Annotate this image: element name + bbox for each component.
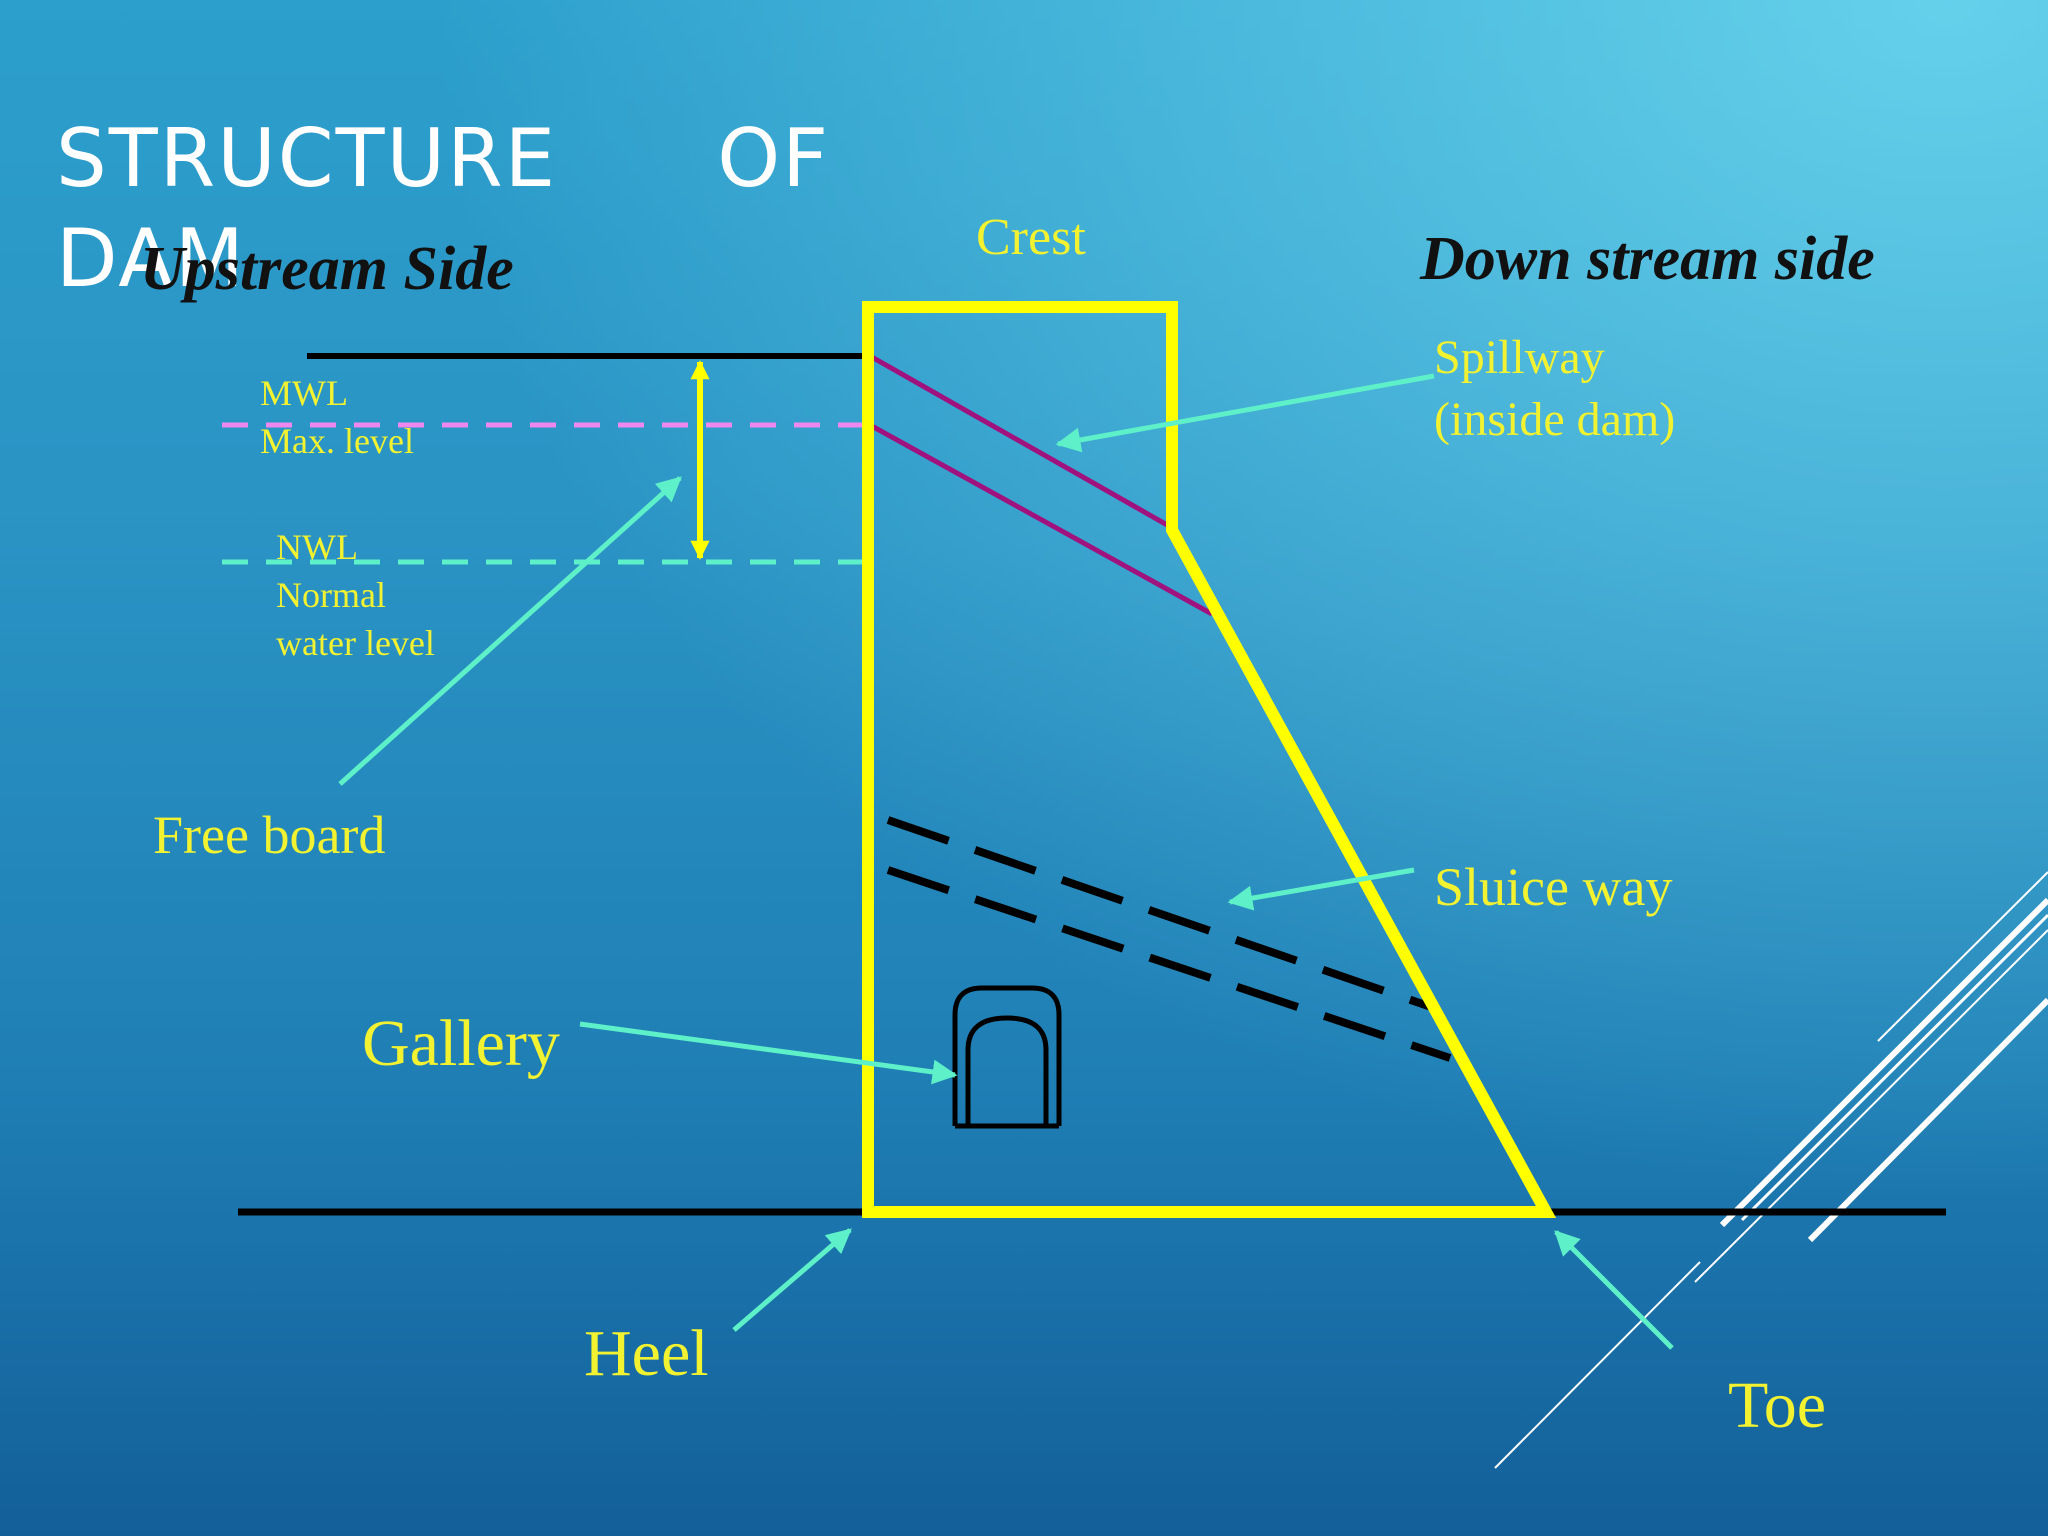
- downstream-side-label: Down stream side: [1420, 225, 1875, 293]
- decorative-lines: [1494, 871, 2048, 1469]
- gallery-outer-arch: [952, 985, 1062, 1126]
- sluice-way-pointer-arrow: [1227, 867, 1415, 911]
- sluice-way-label: Sluice way: [1434, 857, 1673, 917]
- heel-pointer-arrow: [732, 1228, 852, 1332]
- free-board-label: Free board: [153, 805, 386, 865]
- mwl-label: MWL: [260, 373, 348, 413]
- spillway-label: Spillway: [1434, 331, 1605, 384]
- slide-title: STRUCTURE OF DAM: [56, 109, 830, 309]
- title-word-of: OF: [717, 111, 831, 205]
- free-board-pointer-arrow: [338, 476, 682, 786]
- dam-body-outline: [862, 301, 1557, 1218]
- title-word-structure: STRUCTURE: [56, 111, 558, 205]
- pointer-arrows: [338, 373, 1674, 1350]
- upstream-side-label: Upstream Side: [140, 235, 514, 303]
- toe-pointer-arrow: [1554, 1230, 1674, 1350]
- water-level-label: water level: [276, 623, 435, 663]
- crest-label: Crest: [976, 209, 1086, 266]
- sluice-way-line-lower: [886, 866, 1452, 1062]
- toe-label: Toe: [1728, 1369, 1827, 1442]
- spillway-line-upper: [868, 353, 1178, 533]
- spillway-line-lower: [868, 422, 1214, 617]
- sluice-way-line-upper: [886, 816, 1436, 1012]
- nwl-label: NWL: [276, 527, 358, 567]
- gallery-pointer-arrow: [579, 1021, 958, 1085]
- spillway-note-label: (inside dam): [1434, 393, 1676, 446]
- gallery-inner-arch: [965, 1015, 1049, 1126]
- heel-label: Heel: [584, 1317, 709, 1390]
- title-word-dam: DAM: [56, 211, 246, 305]
- max-level-label: Max. level: [260, 421, 414, 461]
- gallery-label: Gallery: [362, 1007, 560, 1080]
- spillway-pointer-arrow: [1055, 373, 1435, 453]
- normal-label: Normal: [276, 575, 386, 615]
